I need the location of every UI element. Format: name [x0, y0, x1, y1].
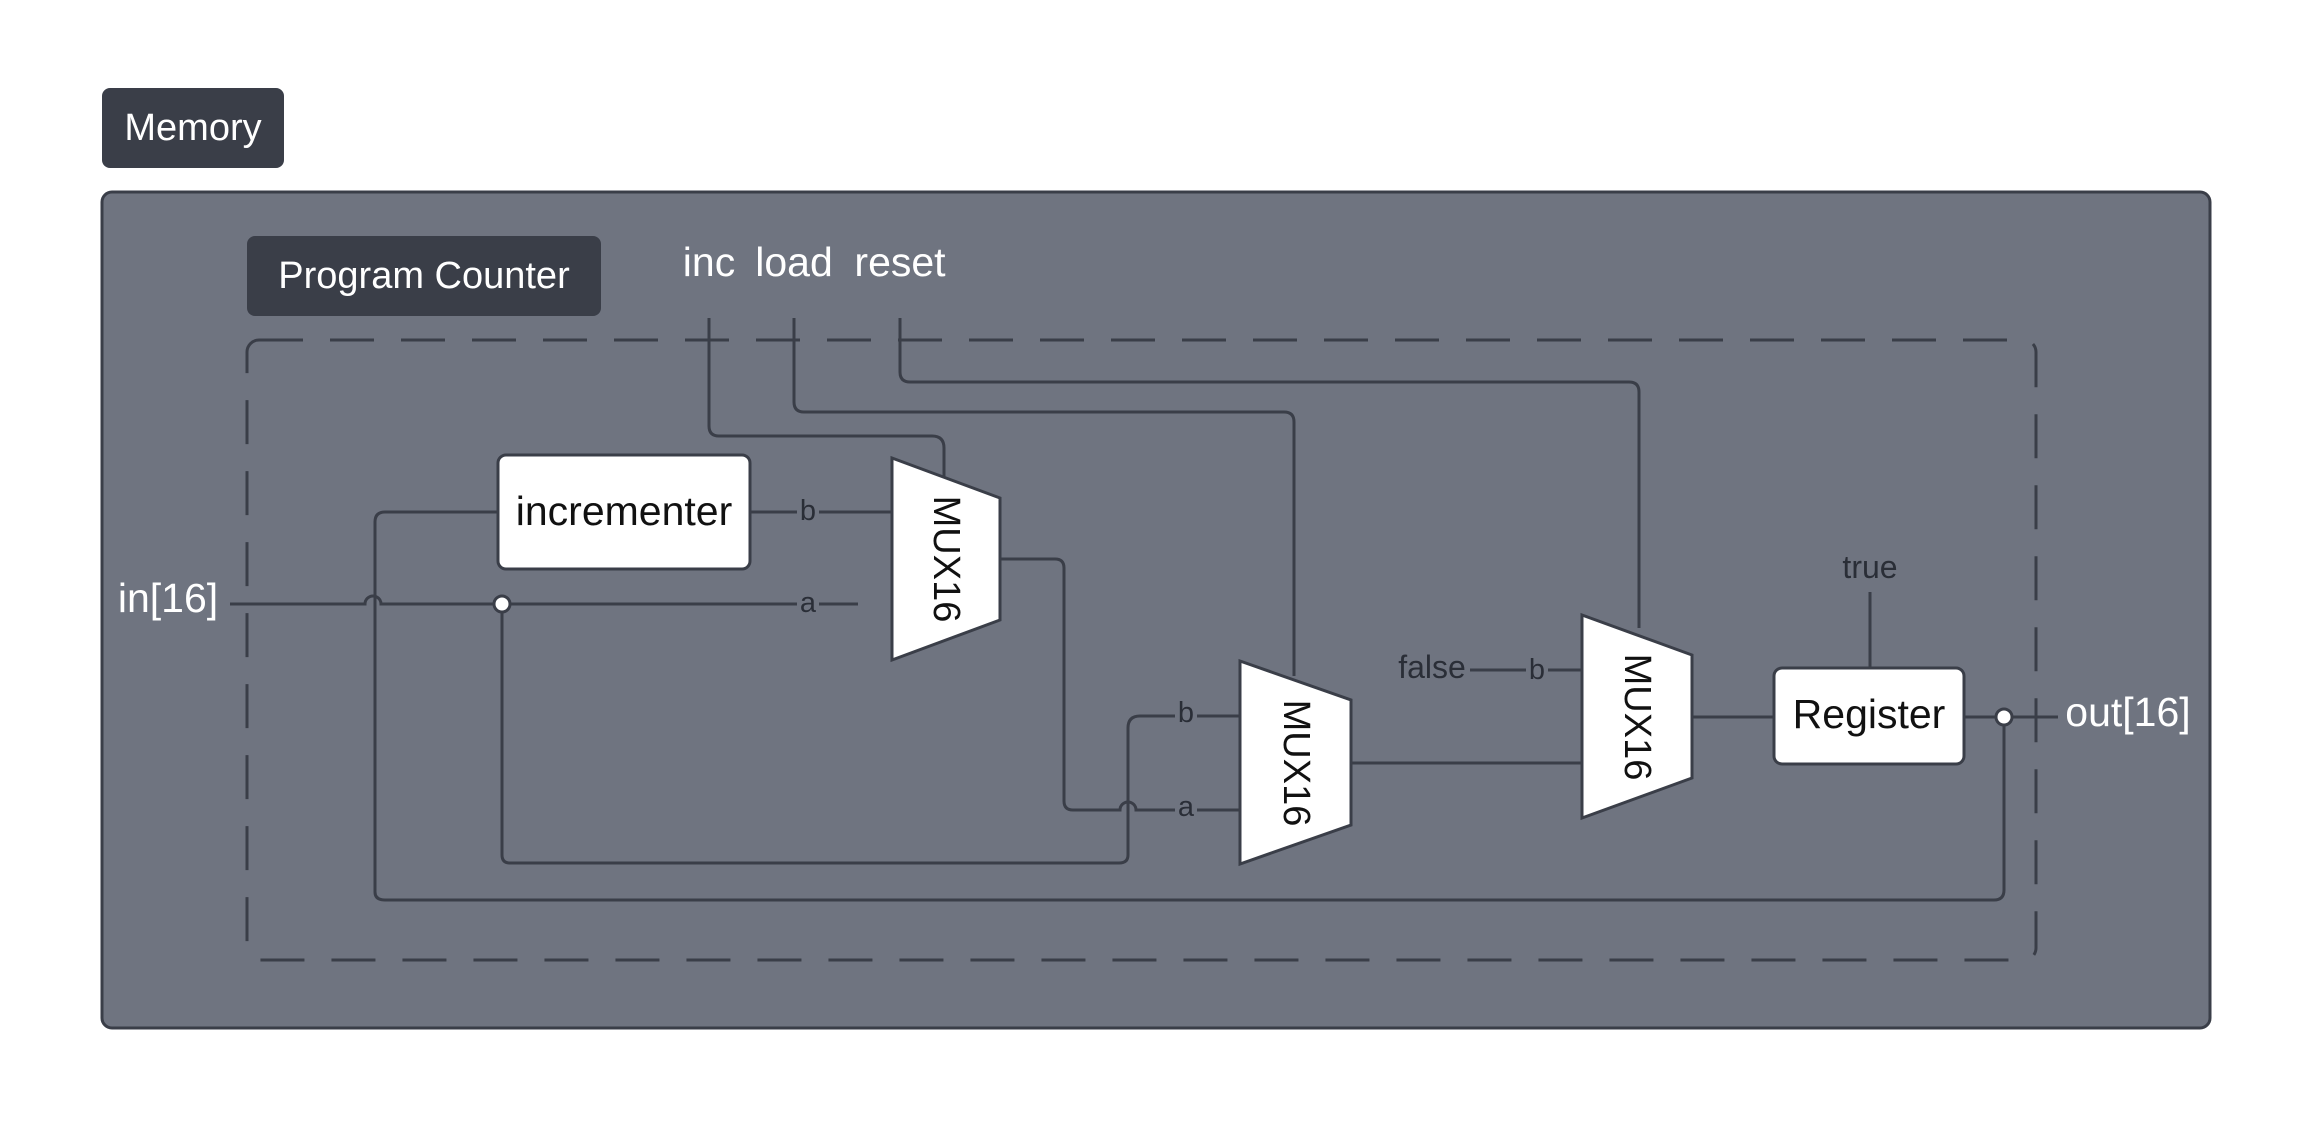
pin-labels: b a b a b [797, 495, 1548, 823]
in-label: in[16] [118, 575, 218, 621]
mux1-block[interactable] [890, 455, 1002, 663]
incrementer-block[interactable] [496, 453, 752, 571]
mux2-block[interactable] [1238, 658, 1353, 867]
inc-label: inc [683, 239, 735, 285]
memory-container [100, 190, 2212, 1030]
in-wire [230, 594, 858, 606]
incrementer-label: incrementer [516, 488, 732, 534]
mux2-a-pin: a [1178, 791, 1195, 823]
mux2-label: MUX16 [1275, 700, 1317, 827]
mux1-b-pin: b [800, 495, 816, 527]
out-junction [1994, 707, 2014, 727]
program-counter-boundary [245, 338, 2038, 962]
register-label: Register [1793, 691, 1946, 737]
memory-label: Memory [124, 107, 261, 149]
false-constant: false [1398, 649, 1466, 685]
memory-tag[interactable] [102, 88, 284, 168]
in-to-mux2-wire [500, 604, 1240, 865]
inc-control-wire [707, 318, 946, 478]
load-control-wire [792, 318, 1296, 676]
mux1-a-pin: a [800, 587, 817, 619]
mux2-b-pin: b [1178, 697, 1194, 729]
load-label: load [755, 239, 833, 285]
mux3-block[interactable] [1580, 612, 1694, 821]
program-counter-tag[interactable] [247, 236, 601, 316]
mux1-to-mux2-wire [1000, 557, 1240, 812]
mux3-b-pin: b [1529, 654, 1545, 686]
register-block[interactable] [1772, 666, 1966, 766]
out-label: out[16] [2065, 689, 2190, 735]
reset-label: reset [854, 239, 946, 285]
reset-control-wire [898, 318, 1641, 628]
in-junction [492, 594, 512, 614]
true-constant: true [1842, 549, 1897, 585]
mux3-label: MUX16 [1616, 654, 1658, 781]
program-counter-label: Program Counter [278, 255, 570, 297]
mux1-label: MUX16 [925, 496, 967, 623]
feedback-wire [373, 510, 2006, 902]
